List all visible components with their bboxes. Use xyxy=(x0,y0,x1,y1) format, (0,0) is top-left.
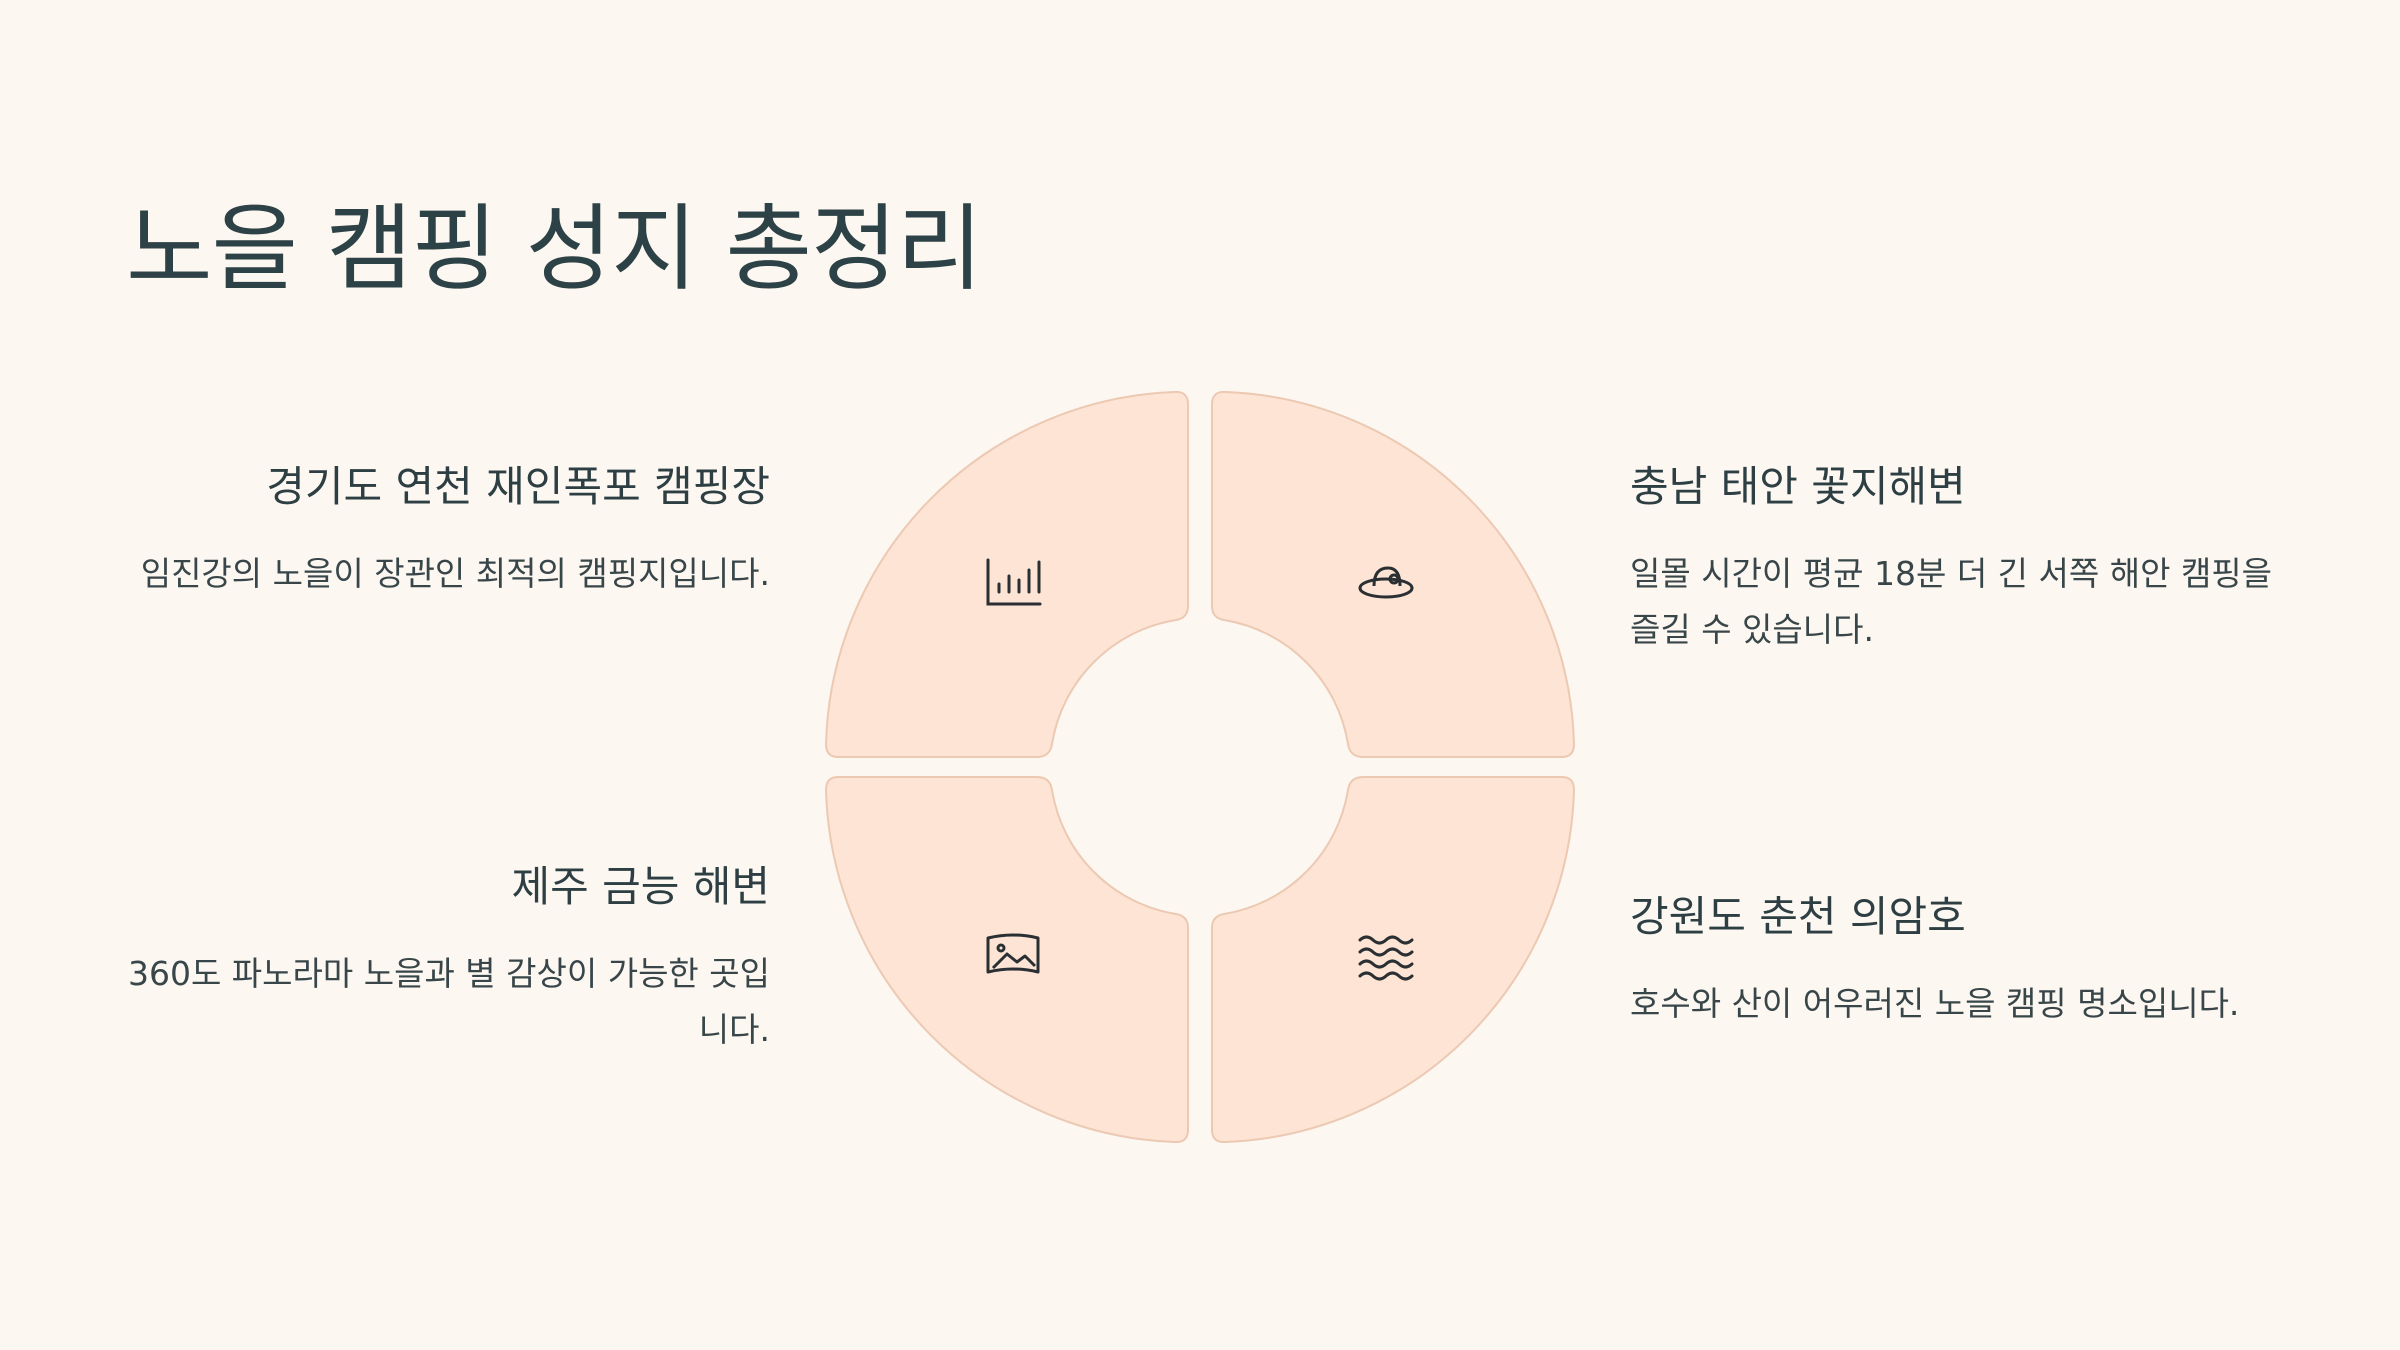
chart-icon xyxy=(986,558,1042,606)
item-title: 경기도 연천 재인폭포 캠핑장 xyxy=(266,462,770,511)
item-title: 강원도 춘천 의암호 xyxy=(1630,892,1966,941)
item-title: 충남 태안 꽃지해변 xyxy=(1630,462,1966,511)
segment-bottom-left xyxy=(824,776,1189,1144)
sun-hat-icon xyxy=(1358,566,1414,599)
item-chungnam-taean: 충남 태안 꽃지해변 일몰 시간이 평균 18분 더 긴 서쪽 해안 캠핑을 즐… xyxy=(1630,462,2280,658)
item-gyeonggi-yeoncheon: 경기도 연천 재인폭포 캠핑장 임진강의 노을이 장관인 최적의 캠핑지입니다. xyxy=(120,462,770,602)
item-title: 제주 금능 해변 xyxy=(511,862,770,911)
segment-top-left xyxy=(824,390,1189,758)
item-description: 임진강의 노을이 장관인 최적의 캠핑지입니다. xyxy=(140,554,770,594)
page-title: 노을 캠핑 성지 총정리 xyxy=(126,195,983,304)
landscape-image-icon xyxy=(986,933,1040,974)
item-gangwon-chuncheon: 강원도 춘천 의암호 호수와 산이 어우러진 노을 캠핑 명소입니다. xyxy=(1630,892,2280,1032)
waves-icon xyxy=(1358,935,1414,981)
item-description: 일몰 시간이 평균 18분 더 긴 서쪽 해안 캠핑을 즐길 수 있습니다. xyxy=(1630,554,2273,650)
item-description: 호수와 산이 어우러진 노을 캠핑 명소입니다. xyxy=(1630,984,2240,1024)
item-jeju-geumneung: 제주 금능 해변 360도 파노라마 노을과 별 감상이 가능한 곳입니다. xyxy=(120,862,770,1058)
item-description: 360도 파노라마 노을과 별 감상이 가능한 곳입니다. xyxy=(127,954,770,1050)
